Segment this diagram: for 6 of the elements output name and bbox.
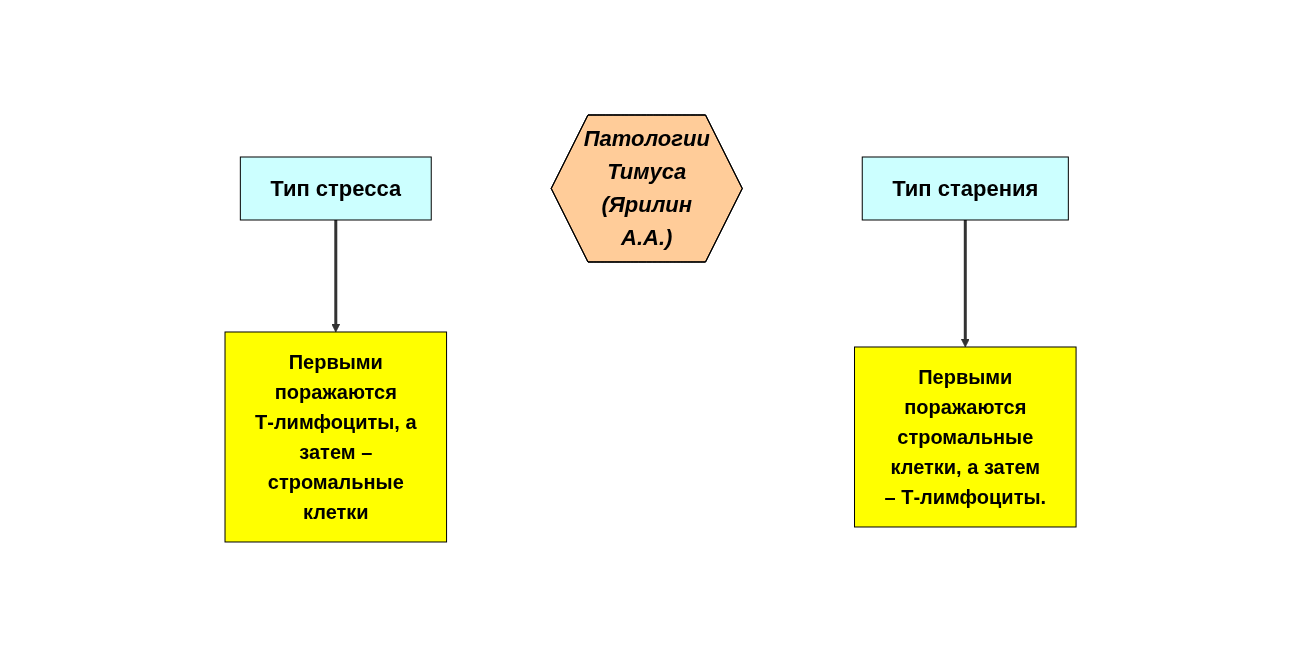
- arrow: [961, 219, 971, 347]
- node-box: Тип стресса: [240, 156, 433, 220]
- node-box: Первыми поражаются стромальные клетки, а затем – Т-лимфоциты.: [854, 346, 1077, 527]
- arrow: [331, 219, 341, 332]
- node-box: Первыми поражаются Т-лимфоциты, а затем – стромальные клетки: [224, 331, 448, 542]
- node-box: Тип старения: [862, 156, 1070, 220]
